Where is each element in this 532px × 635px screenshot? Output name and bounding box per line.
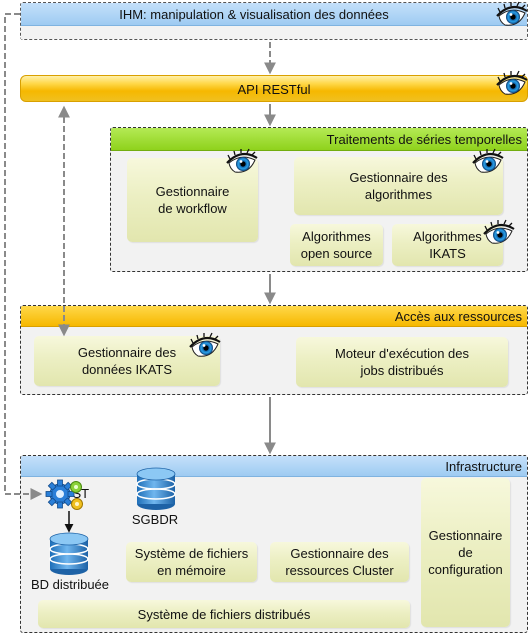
- bd-st-label: BD ST: [50, 486, 90, 501]
- traitements-header: Traitements de séries temporelles: [111, 128, 527, 151]
- ihm-layer: IHM: manipulation & visualisation des do…: [20, 2, 528, 40]
- infrastructure-header: Infrastructure: [21, 456, 527, 477]
- algorithm-manager-box: Gestionnaire des algorithmes: [294, 157, 503, 215]
- open-source-algorithms-box: Algorithmes open source: [290, 224, 383, 266]
- configuration-manager-box: Gestionnaire de configuration: [421, 478, 510, 627]
- api-title: API RESTful: [237, 82, 311, 97]
- ihm-header: IHM: manipulation & visualisation des do…: [21, 3, 527, 26]
- acces-header: Accès aux ressources: [21, 306, 527, 327]
- distributed-filesystem-box: Système de fichiers distribués: [38, 600, 410, 628]
- api-bar: API RESTful: [20, 75, 528, 102]
- bd-distribuee-label: BD distribuée: [30, 577, 110, 592]
- acces-title: Accès aux ressources: [394, 309, 522, 324]
- memory-filesystem-box: Système de fichiers en mémoire: [126, 542, 257, 582]
- traitements-title: Traitements de séries temporelles: [326, 132, 522, 147]
- workflow-manager-box: Gestionnaire de workflow: [127, 158, 258, 242]
- infrastructure-title: Infrastructure: [445, 459, 522, 474]
- ihm-title: IHM: manipulation & visualisation des do…: [119, 7, 389, 22]
- ikats-algorithms-box: Algorithmes IKATS: [392, 224, 503, 266]
- jobs-engine-box: Moteur d'exécution des jobs distribués: [296, 337, 508, 387]
- cluster-manager-box: Gestionnaire des ressources Cluster: [270, 542, 409, 582]
- sgbdr-label: SGBDR: [131, 512, 179, 527]
- data-manager-box: Gestionnaire des données IKATS: [34, 336, 220, 386]
